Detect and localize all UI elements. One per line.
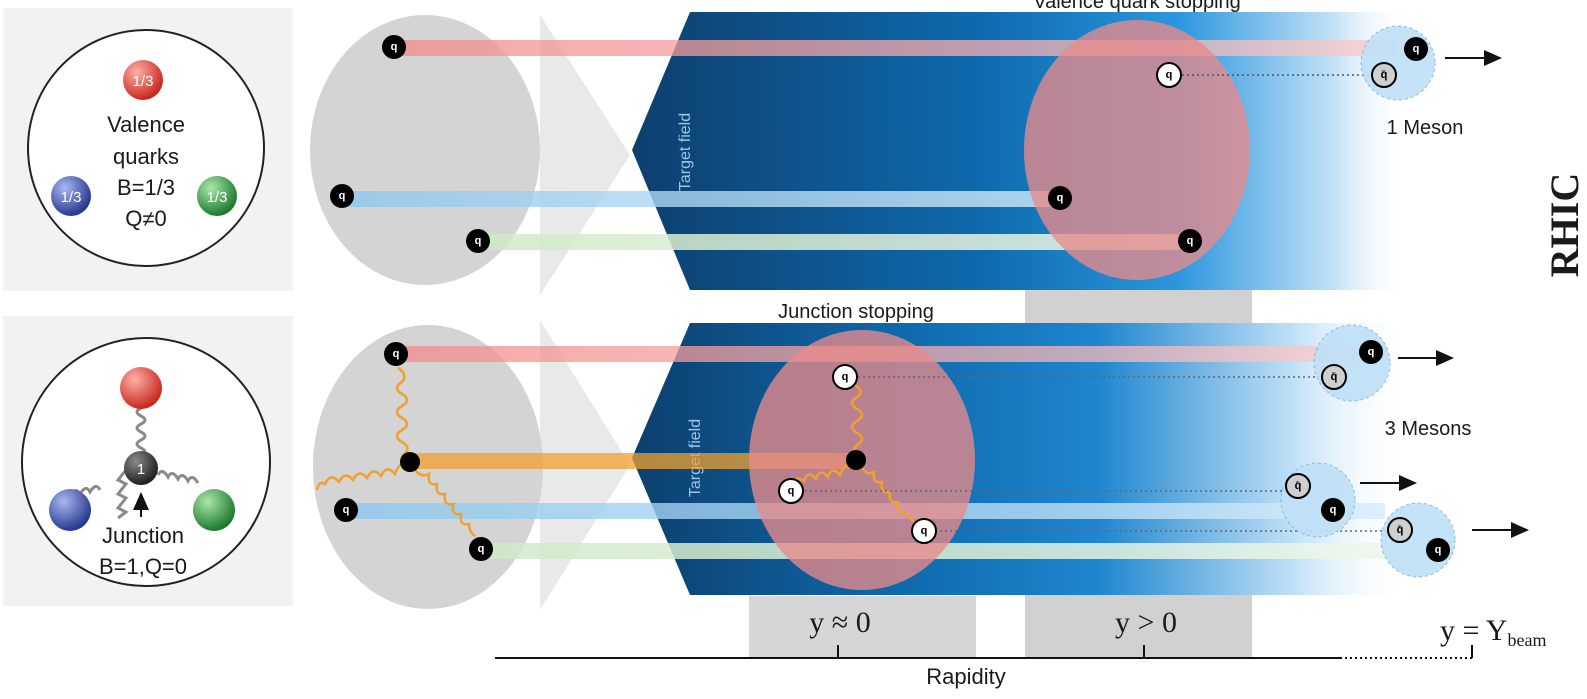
junction-dot: [400, 452, 420, 472]
legend-junction: 1 Junction B=1,Q=0: [3, 316, 293, 606]
quark-marker: q: [1404, 37, 1428, 61]
meson-blob: [1360, 25, 1436, 101]
junction-baryon-charge: B=1,Q=0: [99, 554, 187, 579]
top-panel-title: Valence quark stopping: [1033, 0, 1241, 13]
svg-text:q: q: [1435, 544, 1442, 556]
valence-title-line2: quarks: [113, 144, 179, 169]
blue-charge-label: 1/3: [61, 189, 82, 206]
antiquark-marker: q̄: [1321, 364, 1347, 390]
tick-label-y-positive: y > 0: [1115, 606, 1177, 639]
svg-text:q: q: [842, 371, 849, 383]
green-quark-ball: [193, 489, 235, 531]
svg-text:q: q: [1330, 504, 1337, 516]
svg-text:q: q: [391, 41, 398, 53]
quark-marker: q: [1426, 538, 1450, 562]
junction-core-label: 1: [137, 461, 145, 478]
stopped-quark-marker: q: [778, 478, 804, 504]
antiquark-marker: q̄: [1371, 62, 1397, 88]
antiquark-marker: q̄: [1285, 473, 1311, 499]
antiquarks: q̄ q̄ q̄ q̄: [1285, 62, 1413, 543]
target-field-label-top: Target field: [677, 113, 694, 191]
antiquark-marker: q̄: [1387, 517, 1413, 543]
side-title: RHIC: [1542, 173, 1587, 277]
quark-marker: q: [1048, 186, 1072, 210]
stopped-quark-marker: q: [832, 364, 858, 390]
valence-charge: Q≠0: [125, 206, 166, 231]
svg-text:q: q: [1413, 43, 1420, 55]
quark-marker: q: [330, 184, 354, 208]
three-mesons-label: 3 Mesons: [1385, 418, 1472, 440]
svg-text:q: q: [475, 235, 482, 247]
quark-marker: q: [1321, 498, 1345, 522]
svg-text:q: q: [1368, 346, 1375, 358]
green-quark-ball: [197, 176, 237, 216]
legend-valence: 1/3 1/3 1/3 Valence quarks B=1/3 Q≠0: [3, 8, 293, 291]
rapidity-axis: y ≈ 0 y > 0 y = Ybeam Rapidity: [495, 606, 1546, 689]
meson-blob: [1280, 462, 1356, 538]
junction-core: [124, 451, 158, 485]
quark-marker: q: [384, 342, 408, 366]
svg-text:q: q: [788, 485, 795, 497]
svg-text:q: q: [339, 190, 346, 202]
valence-title-line1: Valence: [107, 112, 185, 137]
red-quark-ball: [120, 367, 162, 409]
tick-label-y-zero: y ≈ 0: [809, 606, 870, 639]
red-beam: [395, 40, 1395, 56]
green-beam: [478, 234, 1198, 250]
meson-arrows: [1360, 50, 1529, 538]
projectile-top: [310, 15, 630, 295]
junction-dot: [846, 450, 866, 470]
stopping-region-top: [1024, 20, 1250, 280]
svg-text:q: q: [478, 543, 485, 555]
quark-marker: q: [466, 229, 490, 253]
svg-text:q: q: [921, 525, 928, 537]
svg-text:q̄: q̄: [1331, 371, 1338, 383]
stopped-quarks: q q q q: [778, 62, 1182, 544]
quark-marker: q: [334, 498, 358, 522]
one-meson-label: 1 Meson: [1387, 117, 1464, 139]
red-charge-label: 1/3: [133, 73, 154, 90]
bottom-panel-title: Junction stopping: [778, 301, 934, 323]
svg-text:q: q: [1057, 192, 1064, 204]
axis-title: Rapidity: [926, 664, 1005, 689]
quark-marker: q: [1178, 229, 1202, 253]
meson-blob: [1313, 324, 1391, 402]
gluon-lines-stopped: [788, 383, 915, 523]
band-y-zero: [749, 596, 976, 658]
svg-text:q̄: q̄: [1397, 524, 1404, 536]
green-charge-label: 1/3: [207, 189, 228, 206]
blue-quark-ball: [49, 489, 91, 531]
svg-text:q̄: q̄: [1381, 69, 1388, 81]
blue-beam: [345, 191, 1065, 207]
red-quark-ball: [123, 60, 163, 100]
svg-text:q: q: [1187, 235, 1194, 247]
quark-marker: q: [469, 537, 493, 561]
svg-text:q: q: [343, 504, 350, 516]
svg-text:q̄: q̄: [1295, 480, 1302, 492]
blue-quark-ball: [51, 176, 91, 216]
stopped-quark-marker: q: [911, 518, 937, 544]
stopped-quark-marker: q: [1156, 62, 1182, 88]
quark-marker: q: [1359, 340, 1383, 364]
svg-text:q: q: [1166, 69, 1173, 81]
quarks: q q q q q q q q q q q q: [330, 35, 1450, 562]
quark-marker: q: [382, 35, 406, 59]
orange-junction-beam: [410, 453, 860, 469]
svg-text:q: q: [393, 348, 400, 360]
gluon-lines-projectile: [315, 366, 476, 538]
valence-baryon-number: B=1/3: [117, 175, 175, 200]
tick-label-y-beam: y = Ybeam: [1440, 614, 1546, 650]
junction-title: Junction: [102, 523, 184, 548]
